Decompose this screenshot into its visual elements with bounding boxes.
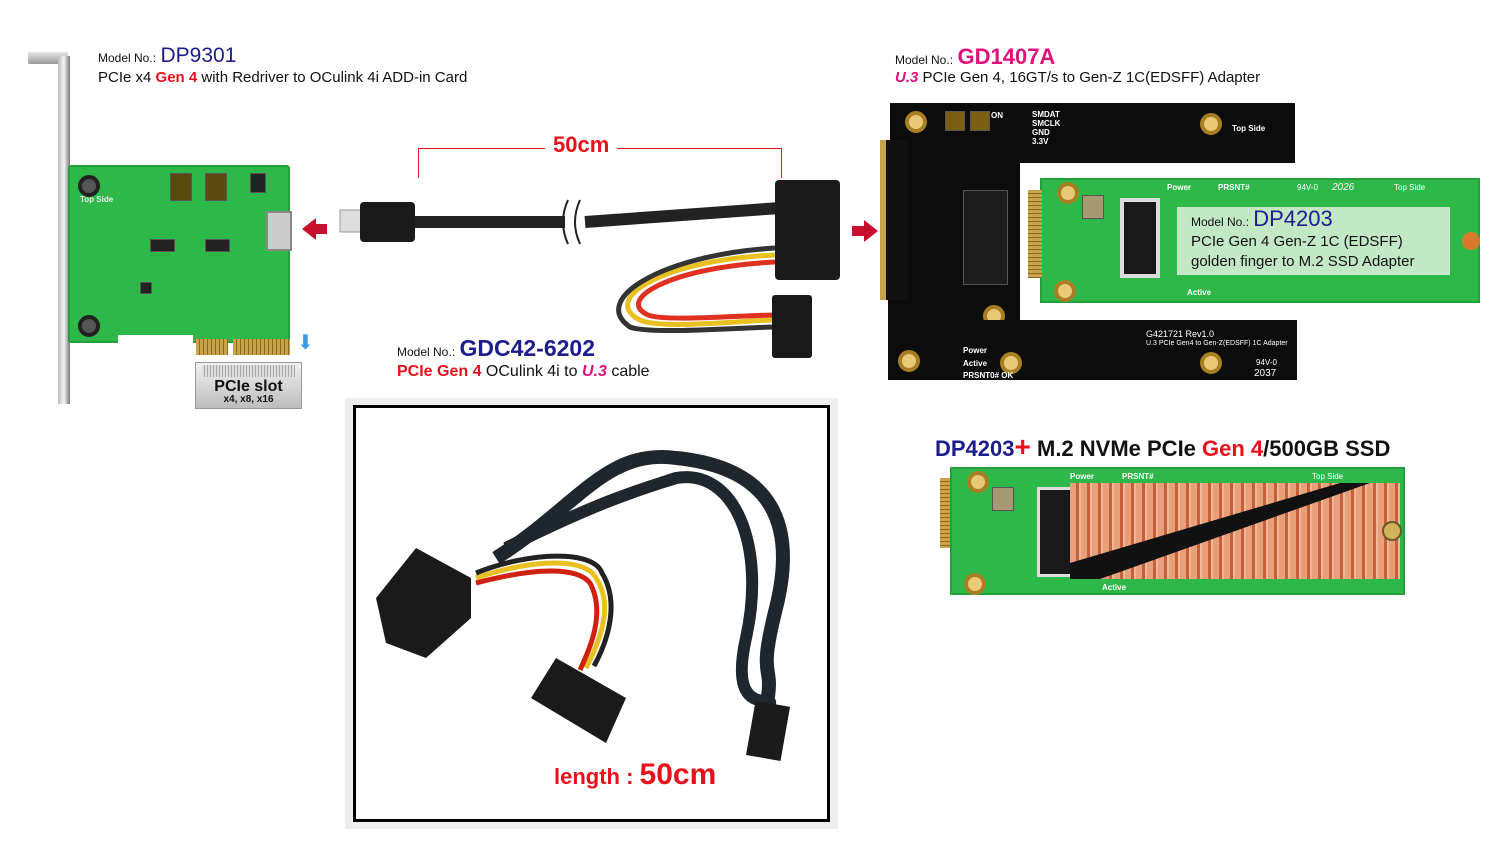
oculink-plug-photo bbox=[746, 700, 791, 762]
desc-text: PCIe x4 bbox=[98, 69, 156, 86]
gen-text: Gen 4 bbox=[1202, 436, 1264, 461]
model-label: Model No.: bbox=[1191, 215, 1250, 229]
combo-text: M.2 NVMe PCIe bbox=[1030, 436, 1203, 461]
led-label: PRSNT0# OK bbox=[963, 371, 1014, 380]
pin-label: SMCLK bbox=[1032, 119, 1061, 128]
oculink-port bbox=[266, 211, 292, 251]
model-label: Model No.: bbox=[397, 345, 456, 359]
led-label: Active bbox=[963, 359, 988, 368]
pcie-bracket-plate bbox=[58, 56, 70, 404]
length-value: 50cm bbox=[639, 758, 717, 791]
combo-heading: DP4203+ M.2 NVMe PCIe Gen 4/500GB SSD bbox=[935, 431, 1390, 463]
revision-label: G421721 Rev1.0 bbox=[1146, 329, 1215, 339]
mount-screw bbox=[1382, 521, 1402, 541]
right-arrow-tail bbox=[852, 226, 864, 236]
oculink-plug-tip bbox=[339, 209, 363, 233]
pin-label: 3.3V bbox=[1032, 137, 1049, 146]
dp4203-gold-fingers bbox=[1028, 190, 1042, 278]
active-led-label: Active bbox=[1187, 288, 1212, 297]
ul-mark: 94V-0 bbox=[1256, 358, 1277, 367]
dp9301-title: Model No.: DP9301 bbox=[98, 44, 236, 68]
left-arrow-icon bbox=[302, 218, 316, 240]
gold-fingers bbox=[196, 339, 228, 355]
power-led-label: Power bbox=[1070, 472, 1095, 481]
gen-text: Gen 4 bbox=[155, 69, 198, 86]
dp4203-desc-line1: PCIe Gen 4 Gen-Z 1C (EDSFF) bbox=[1191, 233, 1403, 250]
prsnt-led-label: PRSNT# bbox=[1122, 472, 1154, 481]
cable-photo: length : 50cm bbox=[345, 398, 838, 829]
cable-break-mark bbox=[562, 199, 581, 245]
length-prefix: length : bbox=[554, 764, 640, 789]
dp4203-desc-line2: golden finger to M.2 SSD Adapter bbox=[1191, 253, 1415, 270]
oculink-plug bbox=[360, 202, 415, 242]
combo-gold-fingers bbox=[940, 478, 952, 548]
right-arrow-icon bbox=[864, 220, 878, 242]
sata-power-connector bbox=[772, 295, 812, 358]
dp4203-label-overlay: Model No.: DP4203 PCIe Gen 4 Gen-Z 1C (E… bbox=[1177, 207, 1450, 275]
left-arrow-tail bbox=[315, 224, 327, 234]
model-label: Model No.: bbox=[98, 51, 157, 65]
date-code: 2026 bbox=[1332, 182, 1355, 193]
cable-title: Model No.: GDC42-6202 bbox=[397, 335, 595, 362]
gd1407a-board-body bbox=[888, 160, 1020, 327]
cable-sleeve-right bbox=[584, 202, 781, 228]
desc-text: cable bbox=[606, 363, 650, 380]
gd1407a-title: Model No.: GD1407A bbox=[895, 44, 1055, 70]
dp9301-description: PCIe x4 Gen 4 with Redriver to OCulink 4… bbox=[98, 69, 467, 86]
desc-text: with Redriver to OCulink 4i ADD-in Card bbox=[197, 69, 468, 86]
top-side-label: Top Side bbox=[1312, 472, 1344, 481]
pcie-slot-graphic: PCIe slot x4, x8, x16 bbox=[195, 362, 302, 409]
gold-fingers bbox=[233, 339, 290, 355]
cable-description: PCIe Gen 4 OCulink 4i to U.3 cable bbox=[397, 363, 650, 381]
revision-description: U.3 PCIe Gen4 to Gen-Z(EDSFF) 1C Adapter bbox=[1146, 340, 1288, 347]
length-label: 50cm bbox=[545, 132, 618, 158]
combo-board: Power PRSNT# Top Side Active bbox=[950, 467, 1405, 595]
sata-power-photo bbox=[531, 658, 626, 743]
u3-text: U.3 bbox=[895, 69, 919, 86]
combo-text: /500GB SSD bbox=[1263, 436, 1391, 461]
slot-title: PCIe slot bbox=[214, 378, 283, 395]
gd1407a-description: U.3 PCIe Gen 4, 16GT/s to Gen-Z 1C(EDSFF… bbox=[895, 69, 1260, 86]
photo-length-label: length : 50cm bbox=[554, 758, 716, 792]
ul-mark: 94V-0 bbox=[1297, 183, 1318, 192]
cable-illustration bbox=[339, 180, 840, 358]
down-arrow-icon: ⬇ bbox=[297, 332, 314, 354]
switch-on-label: ON bbox=[991, 111, 1003, 120]
top-side-label: Top Side bbox=[1394, 183, 1426, 192]
plus-icon: + bbox=[1014, 431, 1031, 462]
board-notch bbox=[118, 335, 193, 345]
dp9301-board: Top Side bbox=[68, 165, 292, 343]
combo-model: DP4203 bbox=[935, 436, 1015, 461]
pin-label: SMDAT bbox=[1032, 110, 1060, 119]
u3-text: U.3 bbox=[581, 363, 607, 380]
active-led-label: Active bbox=[1102, 583, 1127, 592]
desc-text: OCulink 4i to bbox=[481, 363, 582, 380]
pin-label: GND bbox=[1032, 128, 1050, 137]
u3-connector-photo bbox=[376, 548, 471, 658]
model-number: GD1407A bbox=[957, 44, 1056, 69]
power-led-label: Power bbox=[1167, 183, 1192, 192]
led-label: Power bbox=[963, 346, 988, 355]
gd1407a-board-bottom: Power Active PRSNT0# OK G421721 Rev1.0 U… bbox=[888, 320, 1297, 380]
gen-text: PCIe Gen 4 bbox=[397, 363, 482, 380]
gd1407a-board-top: ON SMDAT SMCLK GND 3.3V Top Side bbox=[890, 103, 1295, 163]
model-number: DP9301 bbox=[160, 44, 237, 67]
u3-sata-connector bbox=[775, 180, 840, 280]
desc-text: PCIe Gen 4, 16GT/s to Gen-Z 1C(EDSFF) Ad… bbox=[918, 69, 1261, 86]
slot-sizes: x4, x8, x16 bbox=[223, 394, 274, 405]
board-label: Top Side bbox=[80, 195, 114, 204]
heatsink-stripe bbox=[1070, 483, 1370, 579]
prsnt-led-label: PRSNT# bbox=[1218, 183, 1250, 192]
u3-connector bbox=[880, 140, 908, 300]
model-number: GDC42-6202 bbox=[459, 335, 596, 361]
model-label: Model No.: bbox=[895, 53, 954, 67]
model-number: DP4203 bbox=[1253, 206, 1333, 231]
top-side-label: Top Side bbox=[1232, 124, 1266, 133]
cable-photo-drawing bbox=[376, 449, 791, 762]
date-code: 2037 bbox=[1254, 368, 1277, 379]
